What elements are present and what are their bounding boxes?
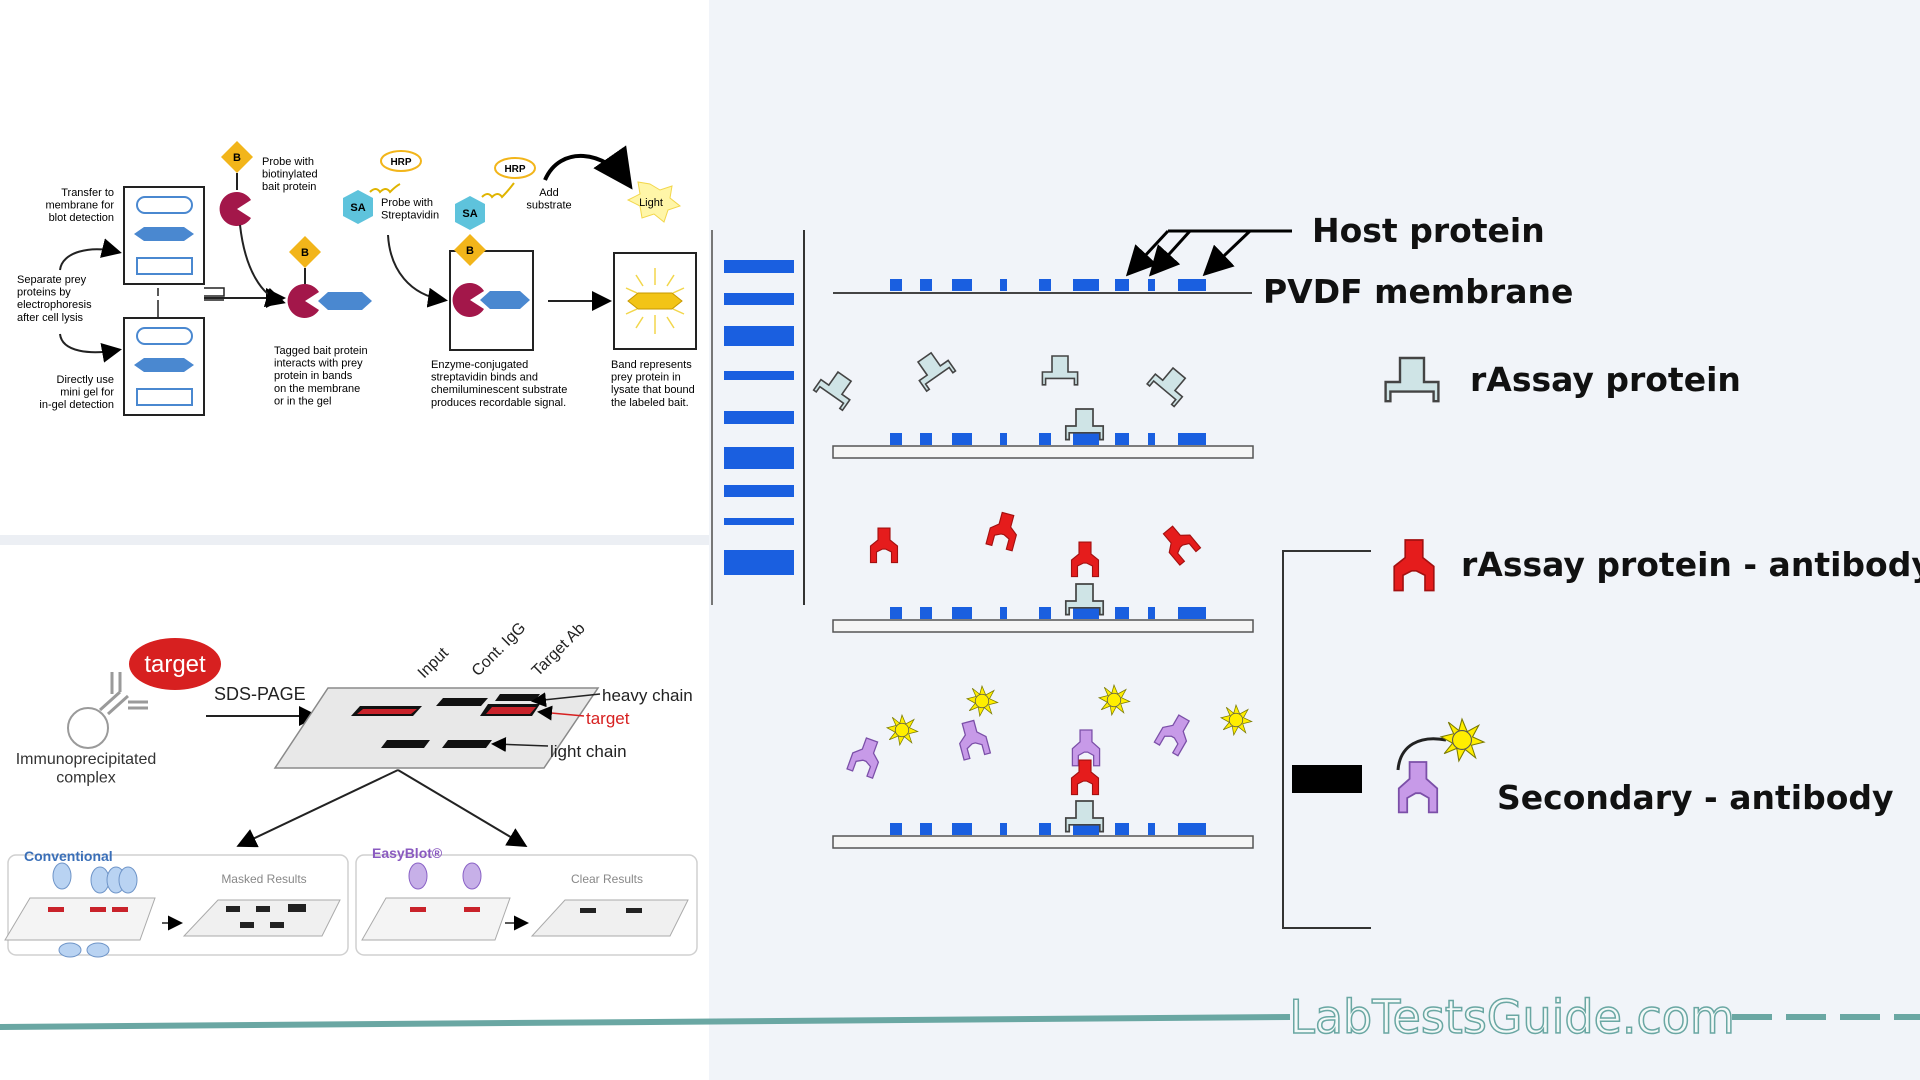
svg-text:HRP: HRP [390, 157, 411, 168]
gel-plate [273, 687, 600, 769]
svg-text:B: B [301, 247, 309, 259]
biotin-icon: B [221, 141, 253, 173]
rassay-protein-label: rAssay protein [1470, 360, 1741, 399]
conventional-panel [4, 854, 349, 958]
bait-protein-icon [287, 283, 319, 318]
host-protein-arrows [1125, 229, 1292, 277]
western-panel-background [709, 0, 1920, 1080]
membrane-row-host [833, 279, 1252, 294]
prey-protein-icon [318, 292, 372, 310]
svg-text:B: B [466, 245, 474, 257]
svg-text:Light: Light [639, 197, 663, 209]
western-scheme: Host protein PVDF membrane rAssay protei… [711, 211, 1920, 929]
easyblot-panel [355, 854, 698, 956]
bait-protein-icon [219, 191, 251, 226]
easyblot-label: EasyBlot® [372, 845, 443, 861]
masked-results-label: Masked Results [221, 872, 306, 886]
membrane-row-secondary [832, 684, 1254, 849]
target-badge: target [129, 638, 221, 690]
membrane-box [123, 186, 205, 285]
hrp-icon: HRP [380, 150, 422, 172]
hrp-icon: HRP [494, 157, 536, 179]
watermark-text: LabTestsGuide.com [1289, 990, 1735, 1044]
secondary-antibody-label: Secondary - antibody [1497, 778, 1894, 817]
immunocomplex-icon [67, 672, 148, 749]
membrane-row-rassay-antibody [832, 509, 1254, 633]
blot-panel-background [0, 0, 709, 535]
lane-label-input: Input [415, 644, 453, 682]
enzyme-complex-box [449, 250, 534, 351]
heavy-chain-label: heavy chain [602, 686, 693, 705]
svg-text:SA: SA [462, 208, 477, 220]
membrane-row-rassay [812, 346, 1254, 459]
watermark: LabTestsGuide.com [0, 989, 1920, 1045]
svg-text:HRP: HRP [504, 164, 525, 175]
lane-label-cont-igg: Cont. IgG [469, 619, 529, 679]
panel-divider [0, 535, 709, 545]
biotin-icon: B [289, 236, 321, 268]
result-bracket [1282, 550, 1371, 929]
rassay-antibody-icon [1393, 539, 1435, 592]
pvdf-membrane-label: PVDF membrane [1263, 272, 1573, 311]
streptavidin-icon: SA [455, 196, 485, 230]
mini-gel-box [123, 317, 205, 416]
streptavidin-icon: SA [343, 190, 373, 224]
ladder-bands [724, 260, 794, 575]
host-protein-label: Host protein [1312, 211, 1545, 250]
clear-results-label: Clear Results [571, 872, 643, 886]
lane-label-target-ab: Target Ab [529, 620, 589, 680]
rassay-antibody-label: rAssay protein - antibody [1461, 545, 1920, 584]
band-signal-box [613, 252, 697, 350]
svg-text:SA: SA [350, 202, 365, 214]
biotin-icon: B [454, 234, 486, 266]
sds-page-label: SDS-PAGE [214, 684, 306, 704]
ip-panel-background [0, 545, 709, 1080]
conventional-label: Conventional [24, 848, 113, 864]
svg-text:target: target [144, 651, 206, 678]
light-chain-label: light chain [550, 742, 627, 761]
light-burst-icon: Light [626, 181, 682, 223]
svg-text:B: B [233, 152, 241, 164]
secondary-antibody-icon [1396, 718, 1485, 814]
rassay-protein-icon [1384, 356, 1440, 403]
target-label: target [586, 709, 630, 728]
